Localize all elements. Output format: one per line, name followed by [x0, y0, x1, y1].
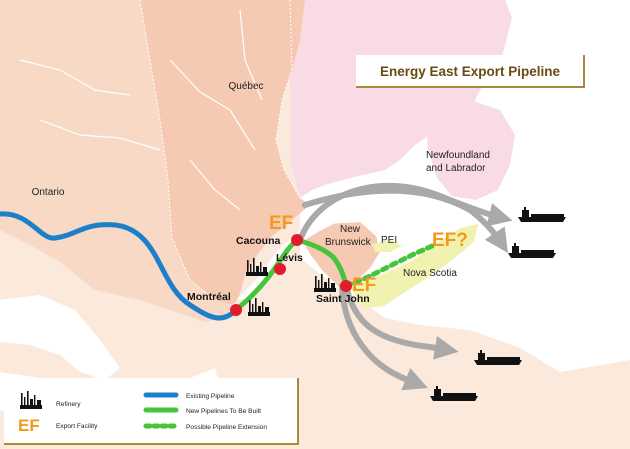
label-levis: Lévis: [276, 252, 303, 264]
label-pei: PEI: [381, 235, 397, 246]
rivers: [19, 9, 263, 211]
st-lawrence-river: [236, 184, 400, 300]
title-background: [356, 55, 584, 87]
province-borders: [139, 0, 301, 301]
label-saint-john: Saint John: [316, 293, 370, 305]
export-route-cacouna-east: [302, 187, 508, 253]
label-montreal: Montréal: [187, 291, 231, 303]
terminal-saint-john: [340, 280, 352, 292]
label-newfoundland-line1: Newfoundland: [426, 150, 490, 161]
label-new-brunswick-line2: Brunswick: [325, 237, 372, 248]
pei-land: [372, 240, 402, 252]
terminal-cacouna: [291, 234, 303, 246]
export-route-saintjohn-east: [343, 283, 459, 360]
label-quebec: Québec: [228, 81, 263, 92]
legend-existing-pipeline-label: Existing Pipeline: [186, 393, 235, 400]
title-box: Energy East Export Pipeline: [356, 55, 585, 88]
possible-pipeline-extension: [343, 243, 435, 289]
map-title: Energy East Export Pipeline: [380, 64, 561, 79]
legend-ef-symbol: EF: [18, 416, 40, 435]
legend-refinery-label: Refinery: [56, 401, 81, 408]
new-brunswick-land: [300, 222, 380, 288]
ef-mark-nova-scotia: EF?: [432, 230, 468, 251]
legend: Refinery EF Export Facility Existing Pip…: [4, 378, 299, 445]
export-route-cacouna-north: [297, 182, 513, 243]
ontario-land: [0, 0, 232, 322]
newfoundland-island: [425, 100, 515, 200]
legend-export-facility-label: Export Facility: [56, 423, 98, 430]
label-cacouna: Cacouna: [236, 235, 281, 247]
ef-mark-cacouna: EF: [269, 213, 293, 234]
label-new-brunswick-line1: New: [340, 224, 361, 235]
ef-mark-saint-john: EF: [352, 275, 376, 296]
nova-scotia-land: [350, 224, 478, 308]
legend-border: [4, 378, 299, 445]
label-ontario: Ontario: [32, 187, 65, 198]
terminal-levis: [274, 263, 286, 275]
terminal-montreal: [230, 304, 242, 316]
export-routes: [297, 182, 513, 391]
title-border: [356, 55, 585, 88]
label-nova-scotia: Nova Scotia: [403, 268, 457, 279]
quebec-land: [140, 0, 310, 305]
lake-huron: [0, 295, 120, 380]
legend-new-pipelines-label: New Pipelines To Be Built: [186, 408, 261, 415]
labrador-land: [290, 0, 512, 198]
label-newfoundland-line2: and Labrador: [426, 163, 486, 174]
legend-extension-label: Possible Pipeline Extension: [186, 424, 267, 431]
export-route-saintjohn-south: [339, 283, 429, 391]
existing-pipeline: [0, 211, 239, 321]
